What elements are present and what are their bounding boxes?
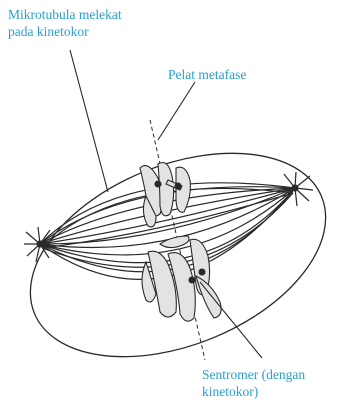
chromosome-middle: [160, 236, 189, 248]
label-microtubule-line1: Mikrotubula melekat: [8, 6, 122, 23]
label-microtubule-line2: pada kinetokor: [8, 23, 89, 40]
chromosomes-lower: [142, 239, 221, 321]
metaphase-pointer: [158, 82, 195, 140]
centromere-pointer: [200, 282, 262, 358]
label-centromere-line2: kinetokor): [202, 383, 258, 400]
chromosomes-upper: [140, 163, 190, 227]
label-metaphase-plate: Pelat metafase: [168, 66, 246, 83]
microtubule-pointer: [70, 50, 108, 192]
label-centromere-line1: Sentromer (dengan: [202, 366, 305, 383]
